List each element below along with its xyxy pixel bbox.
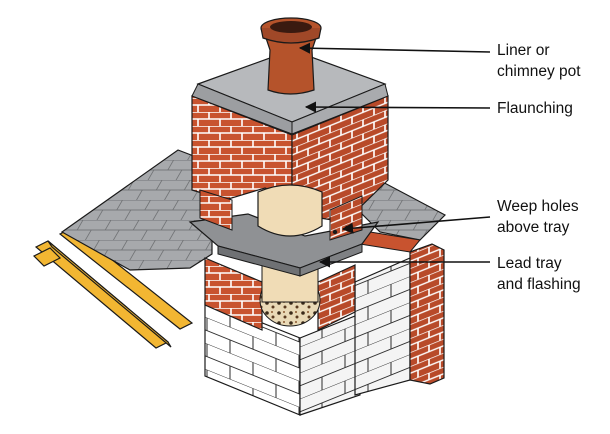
liner-label-line2: chimney pot	[497, 63, 581, 80]
lead-tray-label-line2: and flashing	[497, 276, 581, 293]
weep-holes-label: Weep holes above tray	[497, 196, 579, 238]
lead-tray-label-line1: Lead tray	[497, 255, 562, 272]
flaunching-label-text: Flaunching	[497, 100, 573, 117]
upper-brick-stack	[191, 95, 389, 241]
lead-tray	[188, 213, 380, 277]
flaunching-label: Flaunching	[497, 98, 573, 119]
liner-label: Liner or chimney pot	[497, 40, 581, 82]
weep-holes-label-line2: above tray	[497, 219, 570, 236]
brick-wall-right	[359, 231, 445, 385]
block-base	[204, 257, 411, 416]
liner-label-line1: Liner or	[497, 42, 550, 59]
chimney-pot	[260, 17, 322, 95]
weep-holes-label-line1: Weep holes	[497, 198, 579, 215]
leader-lines	[298, 42, 491, 268]
lead-tray-label: Lead tray and flashing	[497, 253, 581, 295]
